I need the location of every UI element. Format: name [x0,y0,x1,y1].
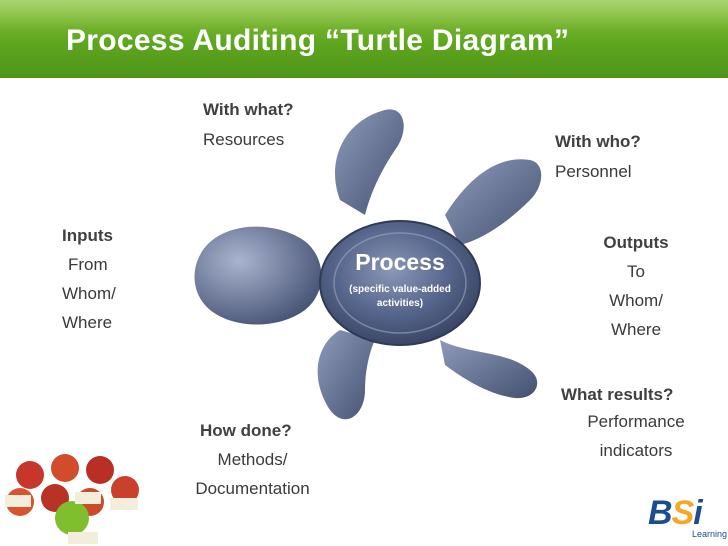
how-done-heading: How done? [200,421,292,440]
bsi-learning: Learning [692,529,728,539]
with-what-text: Resources [203,130,285,149]
process-subtitle-line1: (specific value-added [349,284,451,295]
bsi-mark-s: S [671,494,695,532]
with-what-heading: With what? [203,100,294,119]
what-results-line1: Performance [587,412,685,431]
title-bar: Process Auditing “Turtle Diagram” [0,0,728,78]
turtle-head [194,226,322,325]
process-label: Process [355,249,445,275]
bsi-mark-i: i [693,494,703,532]
flipper-top-left [335,109,404,215]
apple-tag [75,492,101,504]
apple [51,454,79,482]
bsi-mark: BSi [648,494,727,533]
what-results-line2: indicators [599,441,673,460]
apple-tag [110,498,138,510]
apple [16,461,44,489]
bsi-mark-b: B [648,494,673,532]
apples-illustration [5,454,139,544]
flipper-bottom-right [440,340,538,399]
inputs-line1: From [68,255,108,274]
apple [55,501,89,535]
flipper-top-right [445,159,542,245]
with-who-text: Personnel [555,162,632,181]
outputs-heading: Outputs [603,233,669,252]
title-bar-shine [0,0,728,30]
inputs-line2: Whom/ [62,284,116,303]
what-results-heading: What results? [561,385,674,404]
apple-tag [5,495,31,507]
shell-rim [333,232,467,334]
outputs-line3: Where [610,320,662,339]
with-who-heading: With who? [555,132,641,151]
apple [86,456,114,484]
flipper-bottom-left [317,330,375,420]
outputs-line2: Whom/ [609,291,663,310]
apple-tag [68,532,98,544]
how-done-line2: Documentation [195,479,310,498]
turtle-shell [319,220,481,346]
page-title: Process Auditing “Turtle Diagram” [66,24,570,57]
inputs-line3: Where [62,313,113,332]
bsi-logo: BSi Learning [648,494,727,539]
inputs-heading: Inputs [62,226,113,245]
process-subtitle: (specific value-added activities) [330,283,470,311]
outputs-line1: To [627,262,645,281]
how-done-line1: Methods/ [217,450,288,469]
process-subtitle-line2: activities) [376,298,424,309]
apple [111,476,139,504]
